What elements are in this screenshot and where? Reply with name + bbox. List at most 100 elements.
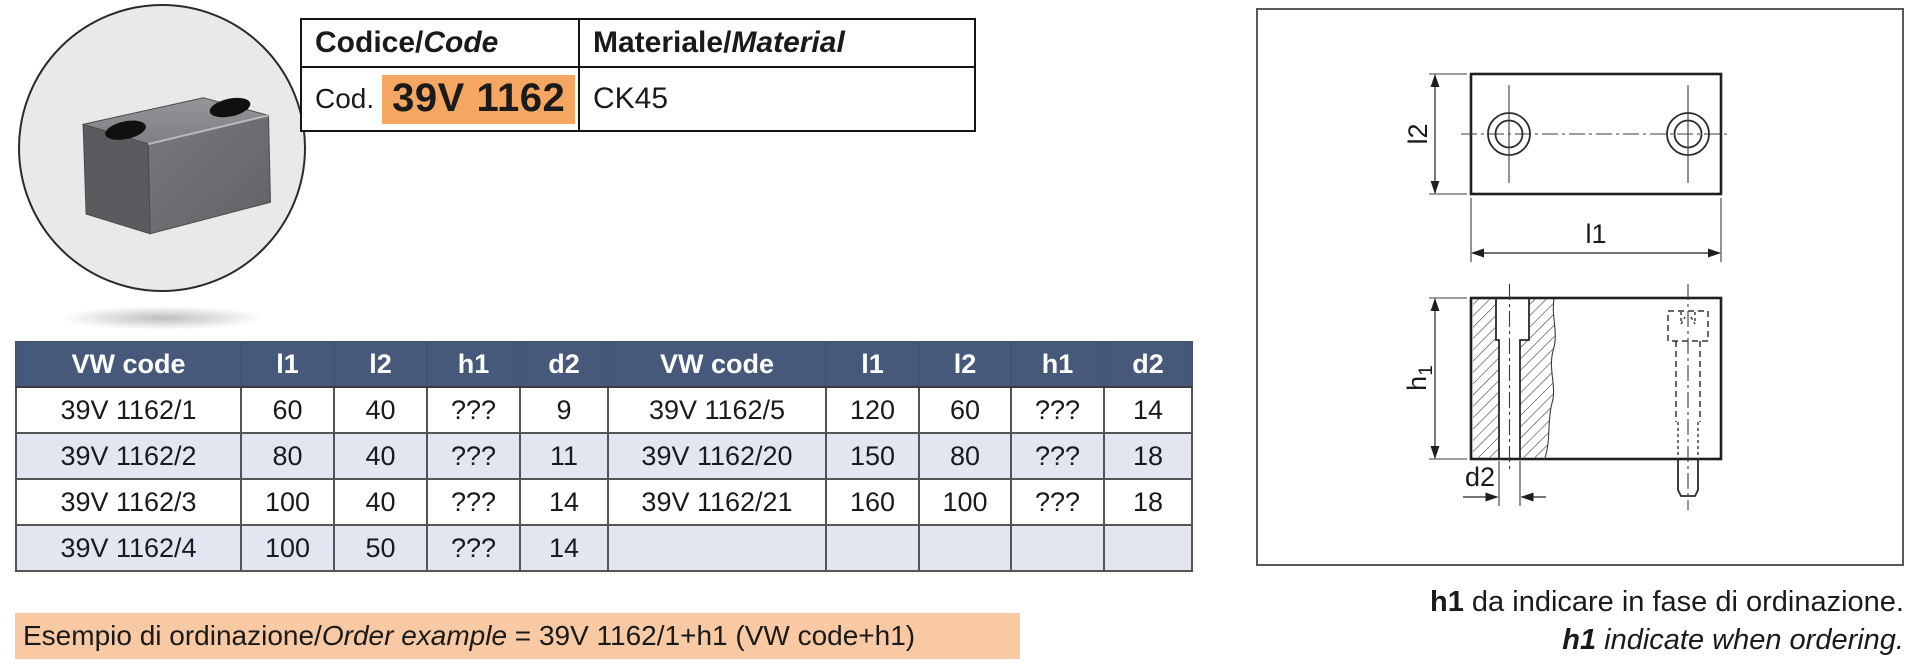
- hole-left: [1487, 85, 1531, 183]
- cell-l2: 40: [333, 478, 428, 526]
- h1-label: h1: [1402, 365, 1437, 391]
- cell-h1: ???: [426, 524, 521, 572]
- col-header-h1: h1: [426, 341, 521, 388]
- order-example-bar: Esempio di ordinazione/Order example = 3…: [15, 613, 1020, 659]
- cell-h1: ???: [426, 432, 521, 480]
- material-value-cell: CK45: [580, 68, 974, 130]
- block-hole-right: [209, 97, 251, 118]
- code-header: Codice/Code: [302, 20, 580, 68]
- screw-socket: [1680, 312, 1696, 325]
- spec-table: VW code l1 l2 h1 d2 VW code l1 l2 h1 d2 …: [15, 341, 1193, 572]
- table-row: 39V 1162/2 80 40 ??? 11 39V 1162/20 150 …: [15, 432, 1193, 480]
- cell-l1: 100: [240, 478, 335, 526]
- cell-h1: ???: [1010, 478, 1105, 526]
- cell-l2: 40: [333, 432, 428, 480]
- material-header-it: Materiale/: [593, 26, 732, 59]
- cell-h1: ???: [1010, 386, 1105, 434]
- ordering-note: h1 da indicare in fase di ordinazione. h…: [1430, 583, 1904, 659]
- cell-vw-code: 39V 1162/5: [607, 386, 827, 434]
- material-header: Materiale/Material: [580, 20, 974, 68]
- col-header-d2: d2: [1103, 341, 1193, 388]
- technical-drawing-panel: l2 l1: [1256, 8, 1904, 566]
- product-block-image: [81, 97, 271, 235]
- cell-vw-code: 39V 1162/20: [607, 432, 827, 480]
- cell-vw-code: [607, 524, 827, 572]
- col-header-l2: l2: [918, 341, 1012, 388]
- counterbore-hole: [1495, 298, 1530, 459]
- cell-d2: 14: [519, 524, 609, 572]
- cell-l1: [825, 524, 920, 572]
- code-prefix: Cod.: [315, 83, 375, 114]
- block-hole-left: [105, 120, 146, 140]
- cell-l2: 40: [333, 386, 428, 434]
- code-header-en: Code: [423, 26, 499, 59]
- dimension-d2: d2: [1463, 461, 1546, 506]
- ordering-note-it: h1 da indicare in fase di ordinazione.: [1430, 586, 1904, 618]
- cell-l1: 100: [240, 524, 335, 572]
- ordering-note-en: h1 indicate when ordering.: [1562, 624, 1904, 656]
- hatch-right: [1520, 299, 1556, 458]
- hole-right: [1666, 85, 1710, 183]
- d2-label: d2: [1465, 462, 1495, 492]
- col-header-l1: l1: [825, 341, 920, 388]
- technical-drawing: l2 l1: [1402, 72, 1731, 510]
- code-header-it: Codice/: [315, 26, 424, 59]
- section-view: h1 d2: [1402, 284, 1723, 510]
- cell-vw-code: 39V 1162/21: [607, 478, 827, 526]
- dimension-h1: h1: [1402, 297, 1467, 460]
- table-row: 39V 1162/1 60 40 ??? 9 39V 1162/5 120 60…: [15, 386, 1193, 434]
- cell-d2: 18: [1103, 432, 1193, 480]
- cell-d2: 18: [1103, 478, 1193, 526]
- cell-l1: 160: [825, 478, 920, 526]
- col-header-vw-code: VW code: [607, 341, 827, 388]
- col-header-h1: h1: [1010, 341, 1105, 388]
- cell-d2: [1103, 524, 1193, 572]
- cell-d2: 11: [519, 432, 609, 480]
- code-highlight: 39V 1162: [382, 74, 576, 124]
- cell-l1: 150: [825, 432, 920, 480]
- cell-l2: 50: [333, 524, 428, 572]
- order-example-formula: = 39V 1162/1+h1 (VW code+h1): [507, 620, 916, 651]
- product-photo-shadow: [60, 306, 265, 330]
- break-line: [1544, 298, 1556, 458]
- col-header-l2: l2: [333, 341, 428, 388]
- table-row: 39V 1162/4 100 50 ??? 14: [15, 524, 1193, 572]
- cell-l1: 120: [825, 386, 920, 434]
- cell-l2: 80: [918, 432, 1012, 480]
- order-example-en: Order example: [321, 620, 508, 651]
- block-edge-highlight: [147, 114, 269, 146]
- cell-l1: 80: [240, 432, 335, 480]
- col-header-vw-code: VW code: [15, 341, 242, 388]
- order-example-it: Esempio di ordinazione/: [23, 620, 322, 651]
- plan-view: l2 l1: [1403, 72, 1731, 262]
- product-photo: [18, 4, 306, 292]
- col-header-l1: l1: [240, 341, 335, 388]
- cell-d2: 9: [519, 386, 609, 434]
- dimension-l2: l2: [1403, 73, 1467, 195]
- cell-h1: ???: [1010, 432, 1105, 480]
- spec-table-header-row: VW code l1 l2 h1 d2 VW code l1 l2 h1 d2: [15, 341, 1193, 388]
- hatch-left: [1473, 299, 1499, 458]
- l1-label: l1: [1585, 219, 1606, 249]
- l2-label: l2: [1403, 123, 1433, 144]
- cell-l2: [918, 524, 1012, 572]
- dimension-l1: l1: [1470, 198, 1722, 262]
- cell-l2: 100: [918, 478, 1012, 526]
- col-header-d2: d2: [519, 341, 609, 388]
- material-value: CK45: [593, 82, 669, 115]
- table-row: 39V 1162/3 100 40 ??? 14 39V 1162/21 160…: [15, 478, 1193, 526]
- cell-d2: 14: [519, 478, 609, 526]
- cell-h1: [1010, 524, 1105, 572]
- cell-d2: 14: [1103, 386, 1193, 434]
- cell-vw-code: 39V 1162/4: [15, 524, 242, 572]
- cell-h1: ???: [426, 386, 521, 434]
- cell-h1: ???: [426, 478, 521, 526]
- cell-l2: 60: [918, 386, 1012, 434]
- cell-vw-code: 39V 1162/1: [15, 386, 242, 434]
- code-value-cell: Cod. 39V 1162: [302, 68, 580, 130]
- cell-l1: 60: [240, 386, 335, 434]
- material-header-en: Material: [731, 26, 845, 59]
- cell-vw-code: 39V 1162/2: [15, 432, 242, 480]
- code-material-table: Codice/Code Materiale/Material Cod. 39V …: [300, 18, 976, 132]
